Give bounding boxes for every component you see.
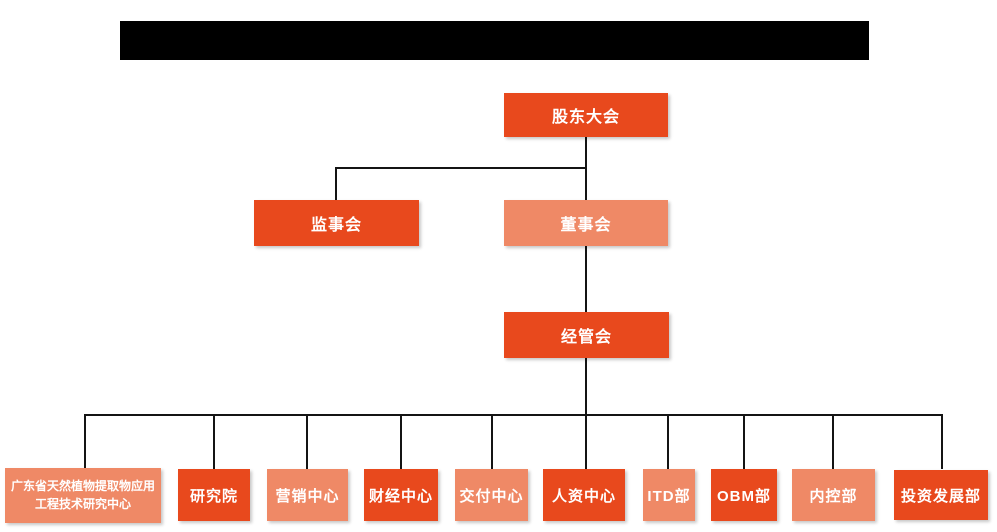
org-node-marketing-center: 营销中心 (267, 469, 348, 521)
org-node-supervisory-board: 监事会 (254, 200, 419, 246)
org-node-label: 股东大会 (551, 109, 620, 126)
connector-level2-horizontal (335, 167, 587, 169)
org-node-label: 营销中心 (275, 487, 340, 505)
connector-drop-investment-dev-dept (941, 414, 943, 469)
org-node-label: OBM部 (717, 487, 771, 505)
org-node-label: 董事会 (560, 217, 612, 234)
org-node-investment-dev-dept: 投资发展部 (894, 470, 988, 520)
org-node-finance-center: 财经中心 (364, 469, 438, 521)
org-node-shareholders-meeting: 股东大会 (504, 93, 668, 137)
org-node-label: 人资中心 (551, 487, 616, 505)
org-node-label: 经管会 (560, 329, 612, 346)
org-node-label: 财经中心 (368, 487, 433, 505)
org-node-gd-research-center: 广东省天然植物提取物应用工程技术研究中心 (5, 468, 161, 523)
org-node-obm-dept: OBM部 (711, 469, 777, 521)
connector-drop-research-institute (213, 414, 215, 469)
connector-level4-horizontal (84, 414, 943, 416)
org-node-delivery-center: 交付中心 (455, 469, 528, 521)
org-node-label: 广东省天然植物提取物应用工程技术研究中心 (10, 479, 155, 511)
org-node-itd-dept: ITD部 (643, 469, 695, 521)
org-node-label: 监事会 (310, 217, 362, 234)
connector-supervisory-drop (335, 167, 337, 200)
org-node-label: ITD部 (647, 487, 691, 505)
org-node-research-institute: 研究院 (178, 469, 250, 521)
org-node-board-of-directors: 董事会 (504, 200, 668, 246)
connector-drop-delivery-center (491, 414, 493, 469)
connector-drop-obm-dept (743, 414, 745, 469)
org-node-label: 研究院 (189, 487, 238, 505)
connector-drop-marketing-center (306, 414, 308, 469)
connector-drop-itd-dept (667, 414, 669, 469)
connector-management-down (585, 358, 587, 415)
redacted-title-bar (120, 21, 869, 60)
connector-drop-gd-research-center (84, 414, 86, 469)
connector-drop-internal-control-dept (832, 414, 834, 469)
org-node-label: 投资发展部 (900, 487, 981, 505)
org-node-hr-center: 人资中心 (543, 469, 625, 521)
org-node-management-committee: 经管会 (504, 312, 669, 358)
connector-drop-hr-center (585, 414, 587, 469)
connector-board-to-management (585, 246, 587, 312)
org-node-label: 内控部 (809, 487, 858, 505)
org-node-internal-control-dept: 内控部 (792, 469, 875, 521)
connector-drop-finance-center (400, 414, 402, 469)
org-node-label: 交付中心 (459, 487, 524, 505)
